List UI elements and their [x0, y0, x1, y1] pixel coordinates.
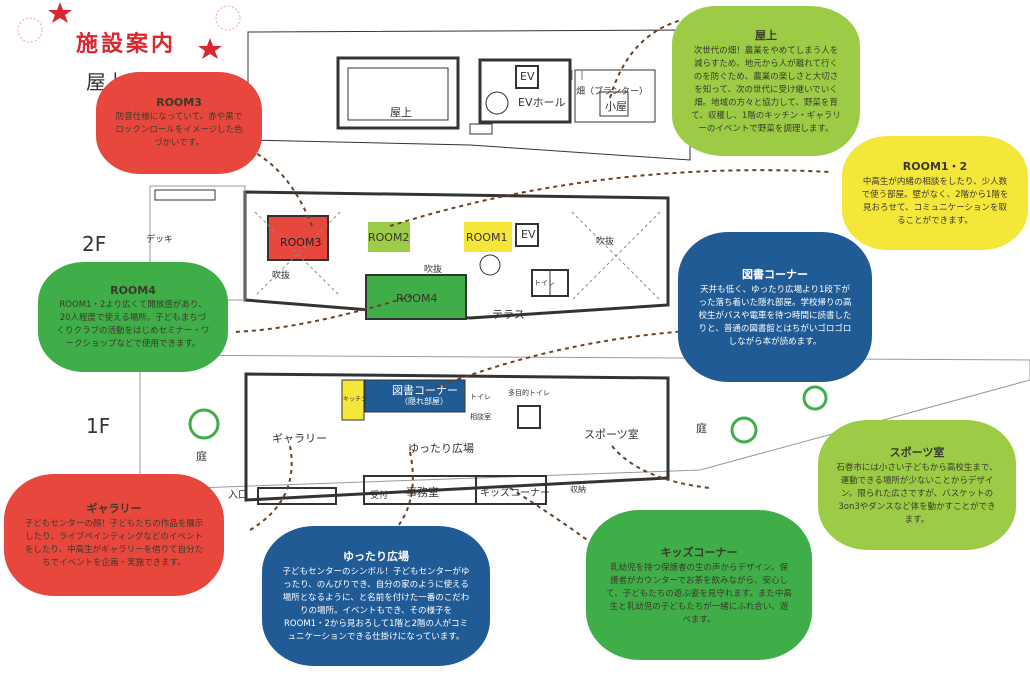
callout-rooftop-title: 屋上 — [755, 28, 777, 42]
room-label-room1: ROOM1 — [466, 231, 508, 244]
room-label-deck: デッキ — [146, 235, 174, 245]
callout-plaza: ゆったり広場 子どもセンターのシンボル！子どもセンターがゆったり、のんびりでき、… — [262, 526, 490, 666]
callout-room3: ROOM3 防音仕様になっていて、赤や黒でロックンロールをイメージした色づかいで… — [96, 72, 262, 174]
room-label-field: 畑（プランター） — [576, 87, 649, 97]
page-title: 施設案内 — [76, 32, 177, 57]
callout-room4-body: ROOM1・2より広くて開放感があり、20人程度で使える場所。子どもまちづくりク… — [56, 299, 210, 349]
room-label-office: 事務室 — [406, 486, 439, 499]
callout-room4: ROOM4 ROOM1・2より広くて開放感があり、20人程度で使える場所。子ども… — [38, 262, 228, 372]
callout-library-body: 天井も低く、ゆったり広場より1段下がった落ち着いた隠れ部屋。学校帰りの高校生がバ… — [698, 284, 852, 347]
callout-gallery: ギャラリー 子どもセンターの顔！子どもたちの作品を展示したり、ライブペインティン… — [4, 474, 224, 596]
callout-rooftop: 屋上 次世代の畑！農業をやめてしまう人を減らすため、地元から人が離れて行くのを防… — [672, 6, 860, 156]
room-label-toilet-2f: トイレ — [534, 279, 555, 287]
callout-gallery-title: ギャラリー — [86, 502, 142, 515]
room-label-ev-2f: EV — [521, 228, 536, 241]
room-label-garden-left: 庭 — [196, 450, 207, 463]
room-label-consult: 相談室 — [470, 413, 491, 421]
room-label-library-sub: （隠れ部屋） — [400, 397, 448, 406]
leader-lines — [231, 17, 831, 543]
room-label-terrace: テラス — [492, 308, 525, 321]
callout-room12-body: 中高生が内緒の相談をしたり、少人数で使う部屋。壁がなく、2階から1階を見おろせて… — [861, 177, 1009, 226]
room-label-room4: ROOM4 — [396, 292, 438, 305]
callout-room12: ROOM1・2 中高生が内緒の相談をしたり、少人数で使う部屋。壁がなく、2階から… — [842, 136, 1028, 250]
room-label-ev-hall: EVホール — [518, 96, 566, 109]
callout-kids-body: 乳幼児を持つ保護者の生の声からデザイン。保護者がカウンターでお茶を飲みながら、安… — [606, 562, 792, 625]
second-floor-plan — [149, 185, 670, 320]
callout-library: 図書コーナー 天井も低く、ゆったり広場より1段下がった落ち着いた隠れ部屋。学校帰… — [678, 232, 872, 382]
room-label-room2: ROOM2 — [368, 231, 410, 244]
room-label-room3: ROOM3 — [280, 236, 322, 249]
room-label-plaza: ゆったり広場 — [408, 442, 474, 455]
first-floor-plan — [139, 354, 1030, 505]
room-label-atrium-left: 吹抜 — [272, 271, 291, 281]
room-label-atrium-right: 吹抜 — [596, 237, 615, 247]
room-label-storage: 収納 — [570, 485, 586, 494]
room-label-garden-right: 庭 — [696, 422, 707, 435]
room-label-kitchen: キッチン — [343, 396, 368, 403]
room-label-multi-toilet: 多目的トイレ — [508, 389, 550, 397]
callout-room3-title: ROOM3 — [156, 96, 202, 109]
callout-sports-title: スポーツ室 — [889, 445, 945, 459]
room-label-library: 図書コーナー — [392, 384, 458, 397]
room-label-atrium-center: 吹抜 — [424, 265, 443, 275]
room-label-reception: 受付 — [370, 491, 389, 501]
floor-label-1f: 1F — [86, 414, 111, 438]
room-label-gallery: ギャラリー — [272, 432, 327, 445]
callout-gallery-body: 子どもセンターの顔！子どもたちの作品を展示したり、ライブペインティングなどのイベ… — [24, 519, 204, 568]
room-label-entrance: 入口 — [228, 490, 248, 501]
star-decoration — [17, 2, 241, 59]
callout-library-title: 図書コーナー — [742, 267, 808, 281]
callout-plaza-title: ゆったり広場 — [343, 550, 409, 563]
callout-room12-title: ROOM1・2 — [902, 160, 968, 173]
room-label-sports: スポーツ室 — [584, 428, 639, 441]
callout-rooftop-body: 次世代の畑！農業をやめてしまう人を減らすため、地元から人が離れて行くのを防ぐため… — [691, 45, 841, 134]
callout-kids-title: キッズコーナー — [660, 545, 738, 559]
callout-kids: キッズコーナー 乳幼児を持つ保護者の生の声からデザイン。保護者がカウンターでお茶… — [586, 510, 812, 660]
room-label-shed: 小屋 — [605, 100, 627, 113]
room-label-toilet-1f: トイレ — [470, 393, 491, 401]
roof-plan — [247, 29, 691, 161]
callout-sports-body: 石巻市には小さい子どもから高校生まで、運動できる場所が少ないことからデザイン。限… — [836, 462, 998, 525]
room-label-ev-roof: EV — [520, 70, 535, 83]
callout-room3-body: 防音仕様になっていて、赤や黒でロックンロールをイメージした色づかいです。 — [115, 112, 243, 148]
floor-label-2f: 2F — [82, 232, 107, 256]
callout-sports: スポーツ室 石巻市には小さい子どもから高校生まで、運動できる場所が少ないことから… — [818, 420, 1016, 550]
callout-plaza-body: 子どもセンターのシンボル！子どもセンターがゆったり、のんびりでき、自分の家のよう… — [282, 567, 470, 642]
callout-room4-title: ROOM4 — [110, 283, 156, 297]
room-label-kids: キッズコーナー — [480, 488, 550, 499]
room-label-rooftop: 屋上 — [390, 106, 412, 119]
